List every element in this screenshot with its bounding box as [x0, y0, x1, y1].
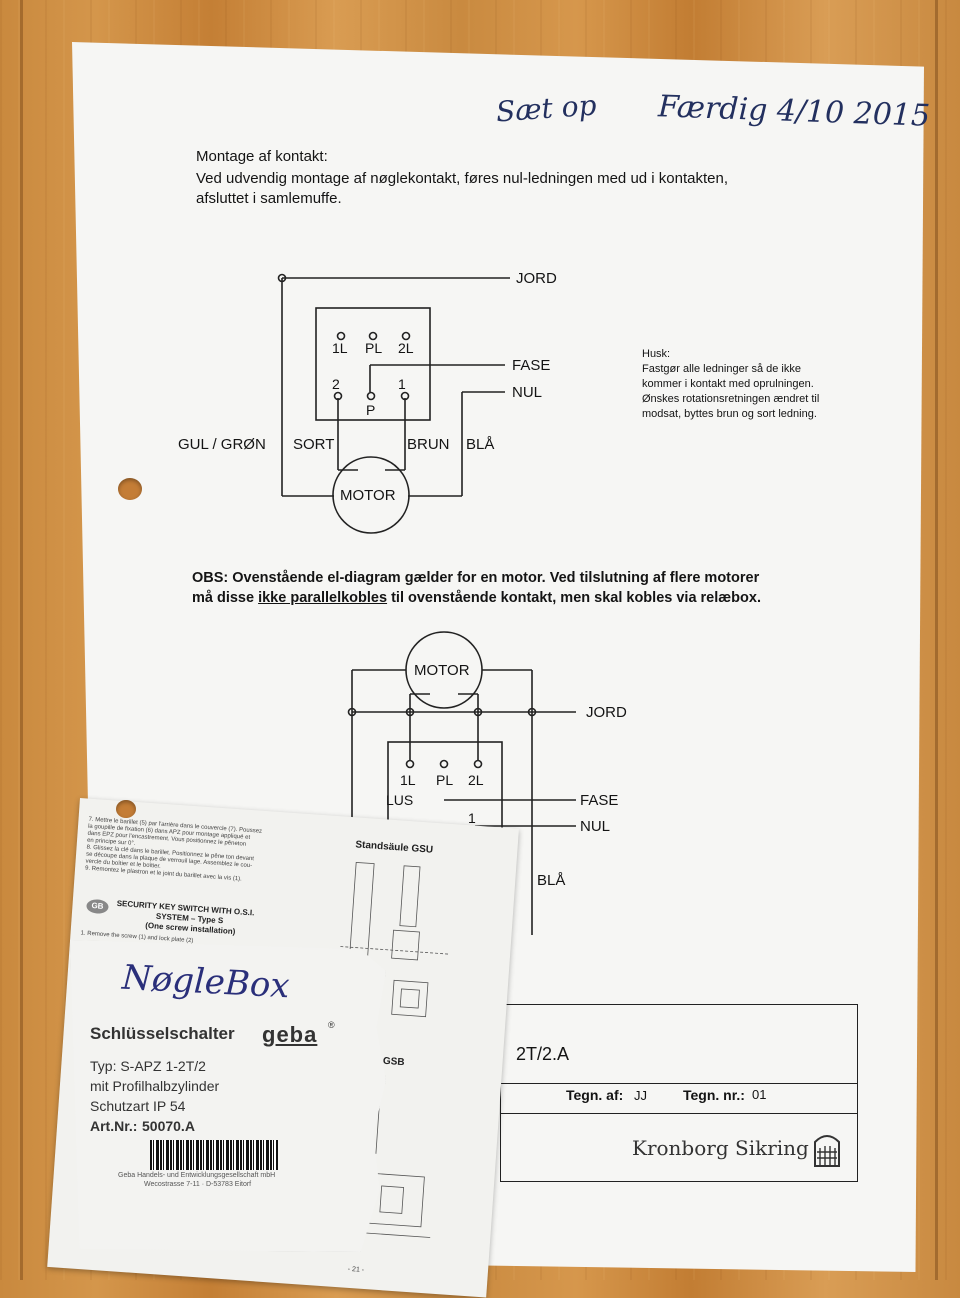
gb-language-badge: GB: [86, 898, 109, 915]
leaflet-gb-title: SECURITY KEY SWITCH WITH O.S.I. SYSTEM –…: [115, 899, 254, 939]
drawing-number-value: 01: [752, 1087, 767, 1102]
terminal-2: 2: [332, 376, 340, 392]
leaflet-page-number: - 21 -: [347, 1265, 365, 1274]
drawn-by-label: Tegn. af:: [566, 1087, 624, 1103]
label-nul-2: NUL: [580, 818, 611, 835]
card-article-number-label: Art.Nr.:: [90, 1118, 138, 1134]
wood-board-seam: [20, 0, 23, 1280]
obs-line-1: OBS: Ovenstående el-diagram gælder for e…: [192, 570, 760, 586]
card-address-line: Weco­strasse 7-11 · D-53783 Eitorf: [144, 1181, 252, 1188]
geba-brand-logo: geba: [262, 1022, 318, 1047]
husk-line: Ønskes rotationsretningen ændret til: [642, 393, 820, 405]
castle-logo-icon: [814, 1135, 840, 1167]
punch-hole: [116, 800, 136, 818]
card-cylinder-line: mit Profilhalbzylinder: [90, 1078, 220, 1094]
card-article-number-value: 50070.A: [142, 1118, 195, 1134]
label-lus: LUS: [386, 792, 414, 808]
husk-line: Fastgør alle ledninger så de ikke: [642, 363, 801, 375]
label-jord: JORD: [516, 270, 557, 287]
diagram-1-wires: [277, 273, 510, 534]
instructions-heading: Montage af kontakt:: [196, 148, 328, 165]
terminal-1l: 1L: [332, 340, 348, 356]
label-brun: BRUN: [407, 436, 450, 453]
drawing-title-block: [500, 1004, 858, 1182]
punch-hole: [118, 478, 142, 500]
obs-text: til ovenstående kontakt, men skal kobles…: [387, 590, 761, 606]
husk-line: kommer i kontakt med oprulningen.: [642, 378, 814, 390]
terminal-pl: PL: [365, 340, 383, 356]
husk-title: Husk:: [642, 348, 671, 360]
label-fase: FASE: [512, 357, 551, 374]
card-type-line: Typ: S-APZ 1-2T/2: [90, 1058, 206, 1074]
product-label-card: [70, 940, 386, 1252]
switch-box-1: [315, 307, 431, 421]
wood-board-seam: [935, 0, 938, 1280]
title-block-divider: [501, 1083, 857, 1084]
motor-2-label: MOTOR: [414, 662, 470, 679]
drawing-code: 2T/2.A: [516, 1044, 570, 1064]
title-block-divider: [501, 1113, 857, 1114]
terminal-pl-2: PL: [436, 772, 454, 788]
label-gul-gron: GUL / GRØN: [178, 436, 266, 453]
terminal-p: P: [366, 402, 376, 418]
instructions-line-1: Ved udvendig montage af nøglekontakt, fø…: [196, 170, 729, 187]
drawn-by-value: JJ: [634, 1088, 647, 1103]
husk-line: modsat, byttes brun og sort ledning.: [642, 408, 817, 420]
terminal-2l: 2L: [398, 340, 414, 356]
drawing-number-label: Tegn. nr.:: [683, 1087, 745, 1103]
barcode: [150, 1140, 278, 1170]
label-bla: BLÅ: [466, 436, 495, 453]
terminal-1l-2: 1L: [400, 772, 416, 788]
motor-1-label: MOTOR: [340, 487, 396, 504]
card-manufacturer-line: Geba Handels- und Entwicklungsgesellscha…: [118, 1172, 276, 1179]
company-name: Kronborg Sikring: [632, 1136, 809, 1160]
label-nul: NUL: [512, 384, 543, 401]
label-sort: SORT: [293, 436, 335, 453]
label-fase-2: FASE: [580, 792, 619, 809]
card-product-title: Schlüsselschalter: [90, 1024, 235, 1043]
terminal-2l-2: 2L: [468, 772, 484, 788]
label-jord-2: JORD: [586, 704, 627, 721]
obs-underlined-text: ikke parallelkobles: [258, 590, 388, 606]
brand-registered-mark: ®: [328, 1020, 335, 1030]
terminal-1: 1: [398, 376, 406, 392]
instructions-line-2: afsluttet i samlemuffe.: [196, 190, 342, 207]
label-bla-2: BLÅ: [537, 872, 566, 889]
terminal-1-2: 1: [468, 810, 476, 826]
card-protection-line: Schutzart IP 54: [90, 1098, 186, 1114]
leaflet-french-steps: 7. Mettre le barillet (5) par l'arrière …: [85, 817, 318, 889]
motor-1-circle: [332, 456, 410, 534]
leaflet-gsu-title: Standsäule GSU: [355, 839, 434, 856]
obs-line-2: må disse ikke parallelkobles til ovenstå…: [192, 590, 761, 606]
obs-text: må disse: [192, 590, 259, 606]
